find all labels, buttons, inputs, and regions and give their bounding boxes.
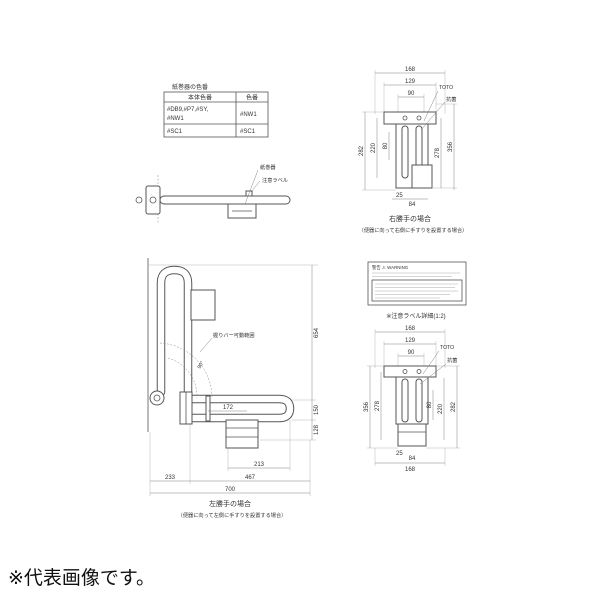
brand-label: TOTO <box>439 85 453 91</box>
leader-line <box>419 363 447 385</box>
paper-holder-box <box>411 164 433 189</box>
dimension-label: 84 <box>409 202 416 208</box>
screw-hole <box>402 115 408 121</box>
hinge <box>149 390 165 406</box>
leader-line <box>422 350 440 375</box>
grab-bar-top <box>159 195 291 205</box>
table-header-body-color: 本体色番 <box>188 94 212 102</box>
leader-line <box>423 90 439 122</box>
antibacterial-label: 抗菌 <box>446 95 456 103</box>
dimension-label: 80 <box>427 401 433 408</box>
bar-rod <box>415 378 423 423</box>
dimension-label: 150 <box>314 404 320 415</box>
top-view-drawing: 紙巻器 注意ラベル <box>135 163 291 224</box>
grab-bar-vertical <box>157 266 192 396</box>
dimension-label: 129 <box>405 79 416 85</box>
dimension-label: 220 <box>438 403 444 414</box>
dimension-label: 80 <box>383 142 389 149</box>
dimension-label: 168 <box>405 467 416 473</box>
dimension-label: 356 <box>448 141 454 152</box>
screw-hole <box>416 369 422 374</box>
table-cell: #SC1 <box>240 129 256 135</box>
color-table: 紙巻器の色番 本体色番 色番 #DB9,#P7,#SY, #NW1 #NW1 #… <box>163 83 269 138</box>
dimension-label: 172 <box>223 405 234 411</box>
grab-bar-vertical-outline <box>156 265 193 397</box>
left-hand-subcaption: （便器に向って左側に手すりを設置する場合） <box>178 511 287 519</box>
dimension-label: 654 <box>314 327 320 338</box>
dimension-label: 233 <box>165 475 176 481</box>
right-hand-drawing: 168 129 90 282 220 80 278 356 25 84 TOTO <box>359 67 468 234</box>
warning-label-frame <box>367 261 467 306</box>
left-side-drawing: 168 129 90 356 278 80 220 282 25 84 168 <box>364 326 460 473</box>
dimension-label: 84 <box>409 456 416 462</box>
dimension-label: 25 <box>396 193 403 199</box>
dimension-label: 278 <box>375 400 381 411</box>
warning-label-caption: ※注意ラベル詳細(1:2) <box>386 312 445 320</box>
leader-line <box>420 101 446 131</box>
leader-line <box>199 337 213 353</box>
wall-anchor <box>135 196 143 204</box>
screw-hole <box>416 115 422 121</box>
warning-label-header: 警告 ⚠ WARNING <box>372 264 409 271</box>
warning-label-inner-box <box>371 279 463 302</box>
right-hand-caption: 右勝手の場合 <box>389 214 431 223</box>
movable-range-arc <box>167 357 198 399</box>
caution-label-label: 注意ラベル <box>262 176 288 184</box>
dimension-label: 282 <box>359 145 365 156</box>
dimension-label: 168 <box>405 67 416 73</box>
left-hand-caption: 左勝手の場合 <box>209 499 251 508</box>
table-cell: #NW1 <box>167 116 184 122</box>
paper-holder-box <box>397 423 427 447</box>
table-header-color: 色番 <box>246 94 258 102</box>
color-table-border <box>163 91 269 138</box>
dimension-label: 25 <box>396 451 403 457</box>
dimension-label: 129 <box>405 338 416 344</box>
bar-rod <box>401 378 409 423</box>
movable-range-label: 握りバー可動範囲 <box>213 331 255 339</box>
bar-clamp <box>205 395 211 422</box>
paper-holder-box <box>225 419 259 449</box>
grab-bar-horizontal <box>184 395 294 422</box>
angle-label: 90° <box>197 360 206 370</box>
dimension-label: 282 <box>451 401 457 412</box>
brand-label: TOTO <box>440 345 454 351</box>
screw-hole <box>402 369 408 374</box>
warning-label-detail: 警告 ⚠ WARNING ※注意ラベル詳細(1:2) <box>367 261 467 320</box>
dimension-label: 467 <box>245 475 256 481</box>
dimension-label: 90 <box>408 350 415 356</box>
wall-plate <box>145 185 161 215</box>
back-plate <box>190 289 216 321</box>
left-hand-drawing: 握りバー可動範囲 90° 654 150 128 172 213 233 467… <box>147 258 320 519</box>
dimension-label: 128 <box>314 424 320 435</box>
mounting-plate <box>383 365 437 378</box>
bar-rod <box>415 125 423 169</box>
table-cell: #NW1 <box>240 112 257 118</box>
dimension-label: 168 <box>405 326 416 332</box>
dimension-label: 278 <box>435 147 441 158</box>
hinge-pin <box>153 394 161 402</box>
bracket-body <box>395 376 429 425</box>
color-table-title: 紙巻器の色番 <box>172 83 208 91</box>
table-cell: #DB9,#P7,#SY, <box>167 107 209 113</box>
wall-plate-hinge <box>149 196 157 204</box>
dimension-label: 356 <box>364 401 370 412</box>
right-hand-subcaption: （便器に向って右側に手すりを設置する場合） <box>359 226 468 234</box>
antibacterial-label: 抗菌 <box>447 356 457 364</box>
paper-holder-label: 紙巻器 <box>260 163 276 171</box>
dimension-label: 700 <box>225 487 236 493</box>
dimension-label: 220 <box>371 142 377 153</box>
mounting-plate <box>383 111 437 125</box>
footer-note: ※代表画像です。 <box>8 567 155 589</box>
bar-rod <box>401 125 409 179</box>
leader-line <box>244 169 259 205</box>
leader-line <box>250 180 261 193</box>
table-cell: #SC1 <box>167 129 183 135</box>
dimension-label: 90 <box>408 91 415 97</box>
dimension-label: 213 <box>254 462 265 468</box>
